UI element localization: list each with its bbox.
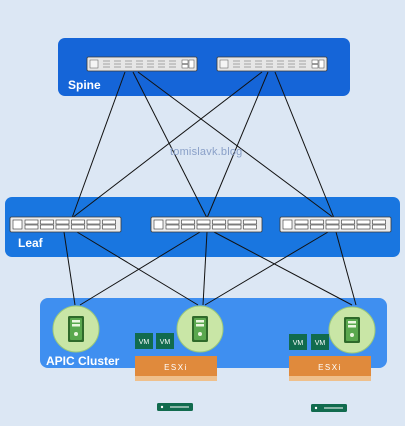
esxi-host-2: ESXi — [289, 356, 371, 381]
esxi-label-2: ESXi — [318, 363, 342, 372]
apic-server-3[interactable] — [328, 306, 376, 354]
workstation-icon-2 — [311, 404, 347, 412]
workstation-icon-1 — [157, 403, 193, 411]
vm-badge-4: VM — [311, 334, 329, 350]
leaf-switch-3[interactable] — [279, 216, 392, 233]
vm-badge-2: VM — [156, 333, 174, 349]
svg-text:VM: VM — [160, 339, 171, 346]
svg-text:VM: VM — [315, 340, 326, 347]
spine-switch-2[interactable] — [216, 56, 328, 72]
esxi-label-1: ESXi — [164, 363, 188, 372]
watermark: tomislavk.blog — [170, 146, 243, 158]
apic-cluster-label: APIC Cluster — [46, 354, 120, 368]
apic-server-2[interactable] — [176, 305, 224, 353]
apic-server-1[interactable] — [52, 305, 100, 353]
leaf-switch-1[interactable] — [9, 216, 122, 233]
spine-label: Spine — [68, 78, 101, 92]
spine-panel — [58, 38, 350, 96]
leaf-switch-2[interactable] — [150, 216, 263, 233]
vm-badge-3: VM — [289, 334, 307, 350]
svg-text:VM: VM — [293, 340, 304, 347]
esxi-host-1: ESXi — [135, 356, 217, 381]
spine-switch-1[interactable] — [86, 56, 198, 72]
vm-badge-1: VM — [135, 333, 153, 349]
fabric-links — [63, 71, 357, 306]
svg-text:VM: VM — [139, 339, 150, 346]
leaf-label: Leaf — [18, 236, 43, 250]
